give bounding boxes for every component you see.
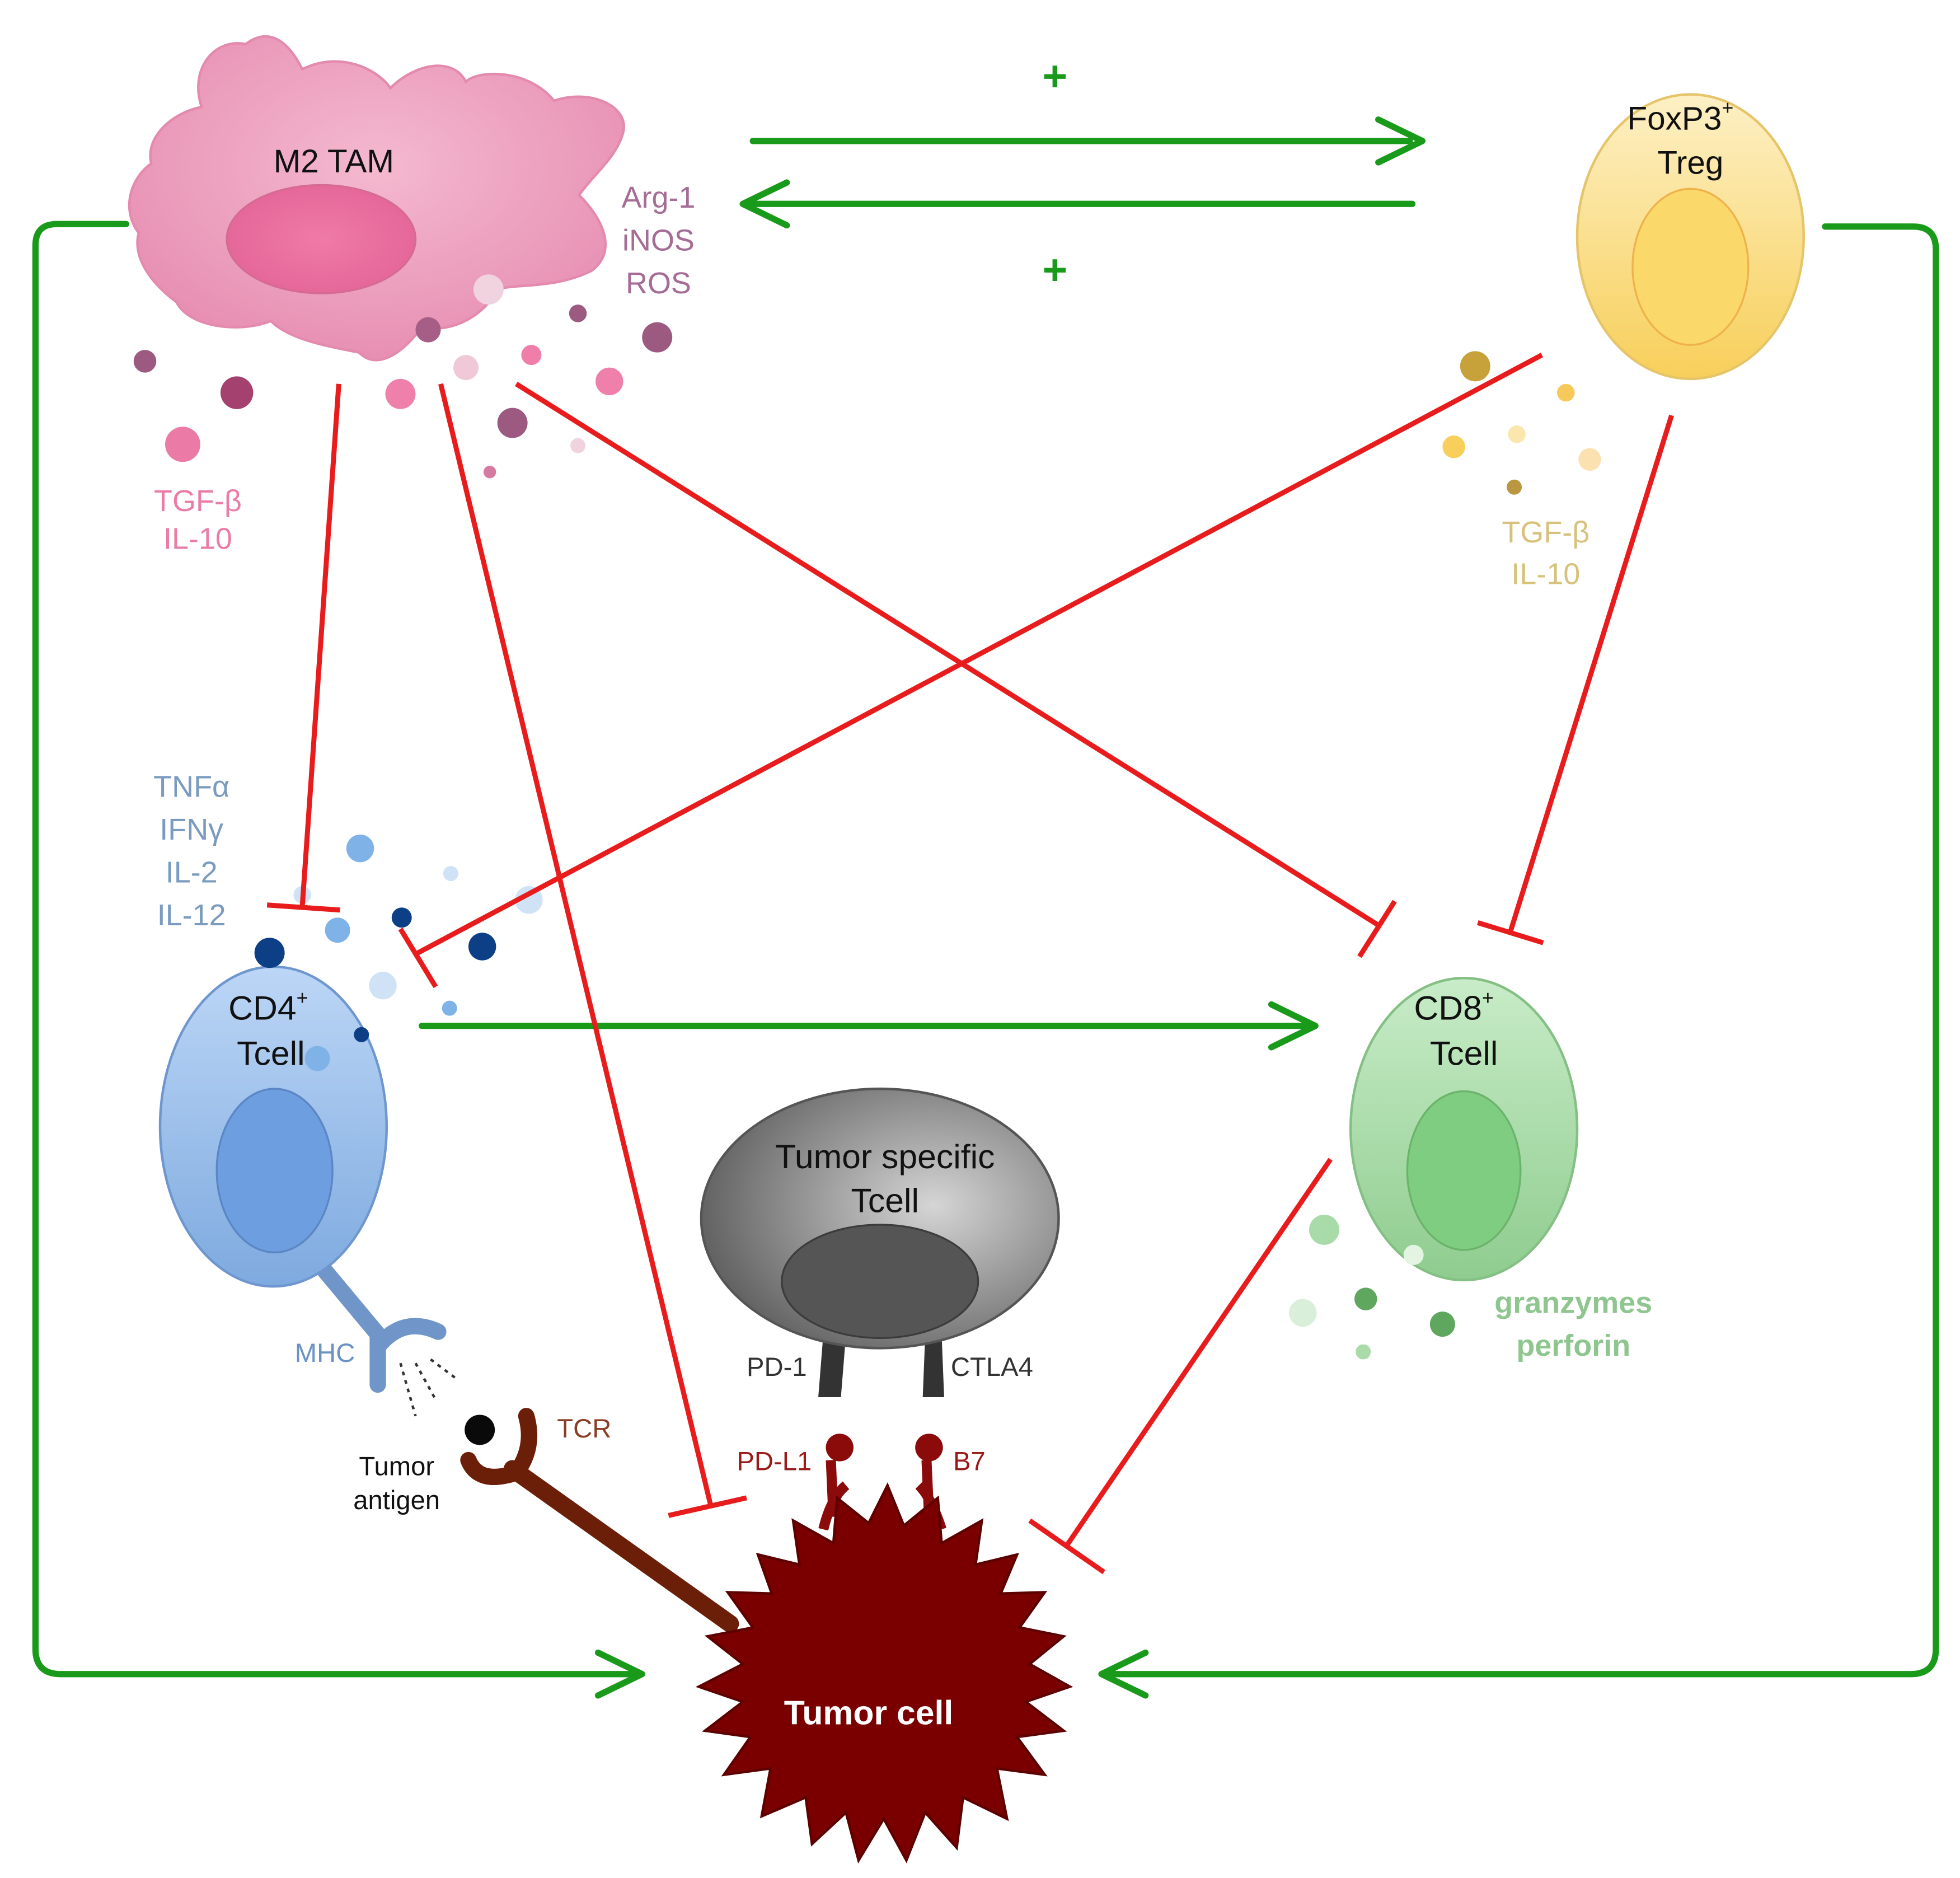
pd1-receptor [818, 1334, 846, 1398]
treg-nucleus [1631, 188, 1750, 346]
inhibit-treg-to-cd4 [414, 353, 1544, 957]
arrowhead-m2-to-treg [1375, 116, 1426, 166]
tumor-antigen-dot [465, 1415, 495, 1445]
cd4-cytokine-ifng: IFNγ [160, 813, 223, 846]
treg-vesicles [1442, 351, 1601, 495]
plus-sign-top: + [1042, 53, 1067, 100]
cd4-nucleus [215, 1088, 334, 1254]
treg-label-line2: Treg [1657, 144, 1723, 181]
cd4-label-line1: CD4+ [228, 986, 308, 1027]
tumor-specific-tcell [700, 1087, 1060, 1398]
treg-cytokine-tgfb: TGF-β [1502, 516, 1589, 549]
bar-m2-to-cd8 [1357, 900, 1397, 958]
m2-product-inos: iNOS [622, 223, 695, 257]
cd8-product-labels: granzymes perforin [1494, 1286, 1652, 1362]
cd8-product-granzymes: granzymes [1494, 1286, 1652, 1319]
bar-m2-to-cd4 [266, 902, 340, 913]
plus-sign-bottom: + [1042, 246, 1067, 294]
treg-label-line1: FoxP3+ [1627, 96, 1733, 137]
cd4-cytokine-labels: TNFα IFNγ IL-2 IL-12 [153, 770, 229, 931]
cd8-product-perforin: perforin [1516, 1329, 1630, 1362]
cd8-label-line2: Tcell [1430, 1034, 1498, 1072]
mhc-label: MHC [295, 1338, 355, 1368]
bar-treg-to-cd4 [398, 928, 438, 989]
m2-cytokine-tgfb: TGF-β [154, 484, 242, 518]
bar-cd8-to-tumor [1028, 1518, 1106, 1575]
ctla4-label: CTLA4 [951, 1352, 1033, 1382]
treg-cytokine-labels: TGF-β IL-10 [1502, 516, 1589, 591]
cd4-cytokine-il2: IL-2 [166, 855, 218, 889]
tumor-antigen-label-line2: antigen [353, 1486, 440, 1515]
arrowhead-treg-to-m2 [739, 179, 790, 229]
treg-cytokine-il10: IL-10 [1511, 557, 1580, 591]
cd8-label-line1: CD8+ [1414, 986, 1493, 1027]
m2-cytokine-il10: IL-10 [163, 522, 232, 555]
tumor-specific-label-line1: Tumor specific [775, 1137, 995, 1175]
ctla4-receptor [922, 1334, 944, 1398]
m2-vesicles [133, 274, 673, 479]
cd4-cytokine-il12: IL-12 [157, 898, 226, 932]
pdl1-ligand [818, 1460, 850, 1531]
cd4-cytokine-tnfa: TNFα [153, 770, 229, 803]
m2-tam-cell [128, 35, 625, 362]
pd1-label: PD-1 [747, 1352, 807, 1382]
inhibition-lines [266, 353, 1674, 1575]
arrowhead-cd4-to-cd8 [1268, 1001, 1319, 1051]
tcr-label: TCR [557, 1414, 611, 1444]
inhibit-treg-to-cd8 [1508, 414, 1674, 933]
tumor-specific-label-line2: Tcell [851, 1181, 919, 1219]
cd8-tcell [1349, 976, 1579, 1282]
m2-product-ros: ROS [626, 266, 691, 300]
inhibit-m2-to-tumor [438, 383, 714, 1509]
tcr-receptor [460, 1408, 739, 1633]
inhibit-m2-to-cd8 [514, 382, 1380, 928]
treg-cell [1575, 93, 1805, 381]
tumor-antigen-label-line1: Tumor [359, 1451, 434, 1481]
arrowhead-treg-loop-to-tumor [1098, 1649, 1149, 1699]
antigen-dashes [399, 1358, 457, 1417]
arrow-treg-loop-to-tumor [1104, 223, 1939, 1678]
cd8-vesicles [1289, 1214, 1455, 1360]
inhibit-m2-to-cd4 [299, 383, 341, 907]
mhc-receptor [306, 1251, 447, 1393]
m2-cytokine-labels: TGF-β IL-10 [154, 484, 242, 555]
arrowhead-m2-loop-to-tumor [594, 1649, 645, 1699]
tumor-cell-label: Tumor cell [784, 1694, 953, 1732]
cd4-label-line2: Tcell [237, 1034, 304, 1072]
activation-arrows [32, 116, 1939, 1699]
m2-tam-nucleus [226, 184, 417, 294]
inhibit-cd8-to-tumor [1065, 1158, 1333, 1546]
pdl1-label: PD-L1 [737, 1446, 812, 1476]
cd4-tcell [158, 965, 447, 1393]
b7-label: B7 [953, 1446, 986, 1476]
tumor-cell [695, 1434, 1073, 1864]
m2-tam-label: M2 TAM [274, 143, 394, 180]
bar-m2-to-tumor [668, 1495, 747, 1518]
m2-product-arg1: Arg-1 [621, 181, 695, 214]
bar-treg-to-cd8 [1477, 920, 1544, 945]
tumor-specific-nucleus [781, 1224, 979, 1340]
m2-products-labels: Arg-1 iNOS ROS [621, 181, 695, 300]
arrow-m2-loop-to-tumor [32, 221, 639, 1678]
cd8-nucleus [1406, 1090, 1522, 1251]
